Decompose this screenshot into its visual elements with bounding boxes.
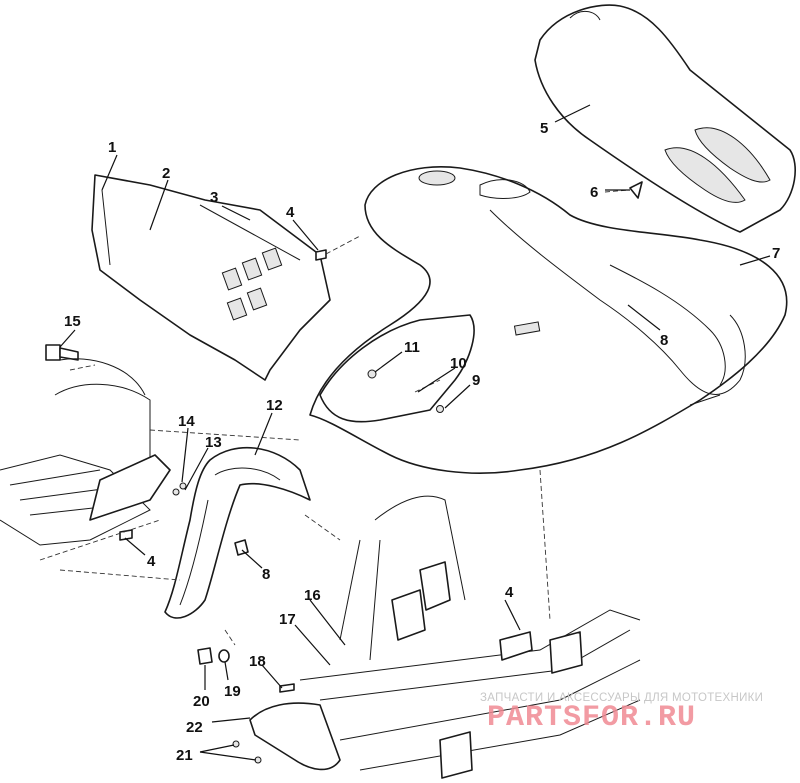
callout-12: 12 [266,397,283,414]
screw-part-top [315,235,361,261]
callout-16: 16 [304,587,321,604]
callout-15: 15 [64,313,81,330]
callout-8-bottom: 8 [262,566,270,583]
seat-part [534,4,796,233]
callout-4-left: 4 [147,553,156,570]
small-fasteners-left [119,482,249,556]
callout-21: 21 [176,747,193,764]
leader-lines [59,104,771,761]
callout-17: 17 [279,611,296,628]
watermark-logo: PARTSFOR.RU [487,701,697,735]
bolt-part [45,344,79,361]
callout-22: 22 [186,719,203,736]
callout-19: 19 [224,683,241,700]
assembly-lines [39,364,551,646]
callout-labels: 1 2 3 4 5 6 7 8 11 10 9 15 12 14 13 4 8 … [64,120,780,764]
callout-4-right: 4 [505,584,514,601]
callout-8-top: 8 [660,332,668,349]
callout-5: 5 [540,120,548,137]
skid-guard [232,702,341,771]
callout-11: 11 [404,339,420,356]
callout-14: 14 [178,413,195,430]
callout-6: 6 [590,184,598,201]
callout-13: 13 [205,434,222,451]
watermark-tagline: ЗАПЧАСТИ И АКСЕССУАРЫ ДЛЯ МОТОТЕХНИКИ [480,692,764,704]
callout-1: 1 [108,139,116,156]
callout-10: 10 [450,355,467,372]
nut-washer-screw [197,647,295,693]
callout-3: 3 [210,189,218,206]
callout-4-top: 4 [286,204,295,221]
callout-18: 18 [249,653,266,670]
callout-9: 9 [472,372,480,389]
callout-20: 20 [193,693,210,710]
fender-flare [164,446,311,619]
callout-7: 7 [772,245,780,262]
rear-flap-panel [319,314,475,423]
callout-2: 2 [162,165,170,182]
vehicle-frame [299,495,641,779]
left-footrest [0,358,171,546]
